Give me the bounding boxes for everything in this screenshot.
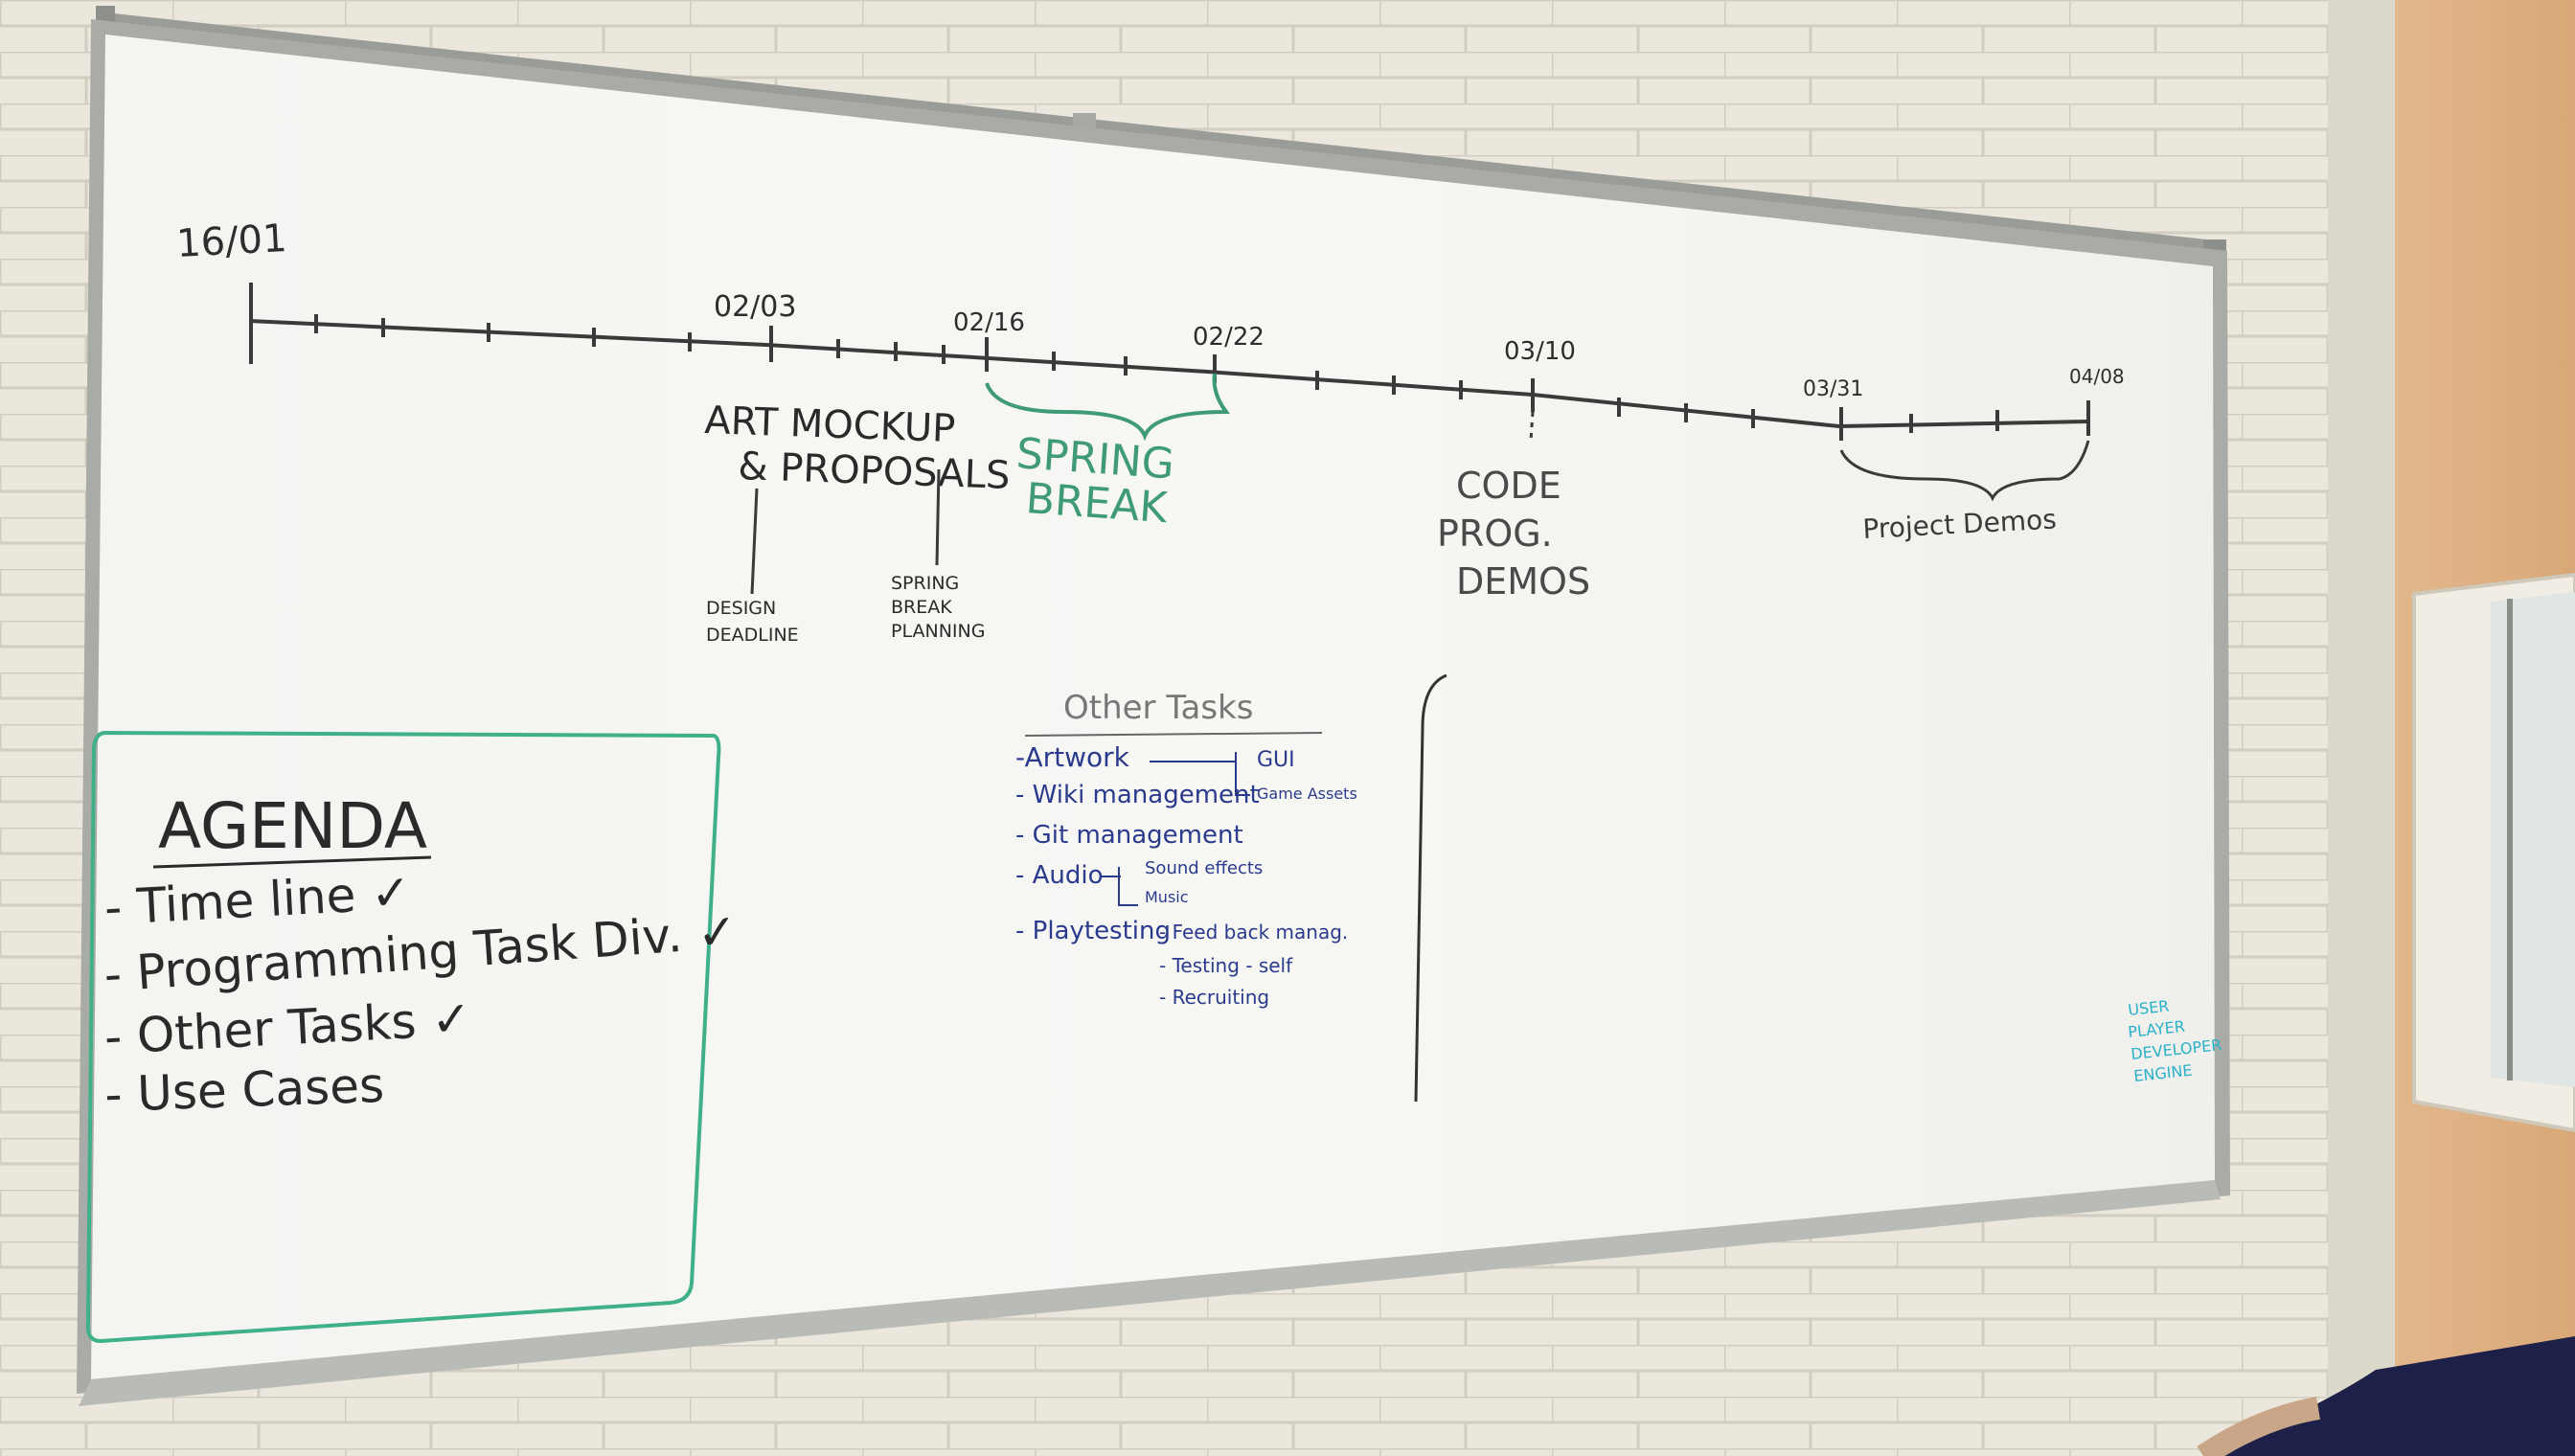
task-wiki: - Wiki management	[1015, 781, 1260, 809]
task-testing-self: - Testing - self	[1159, 954, 1293, 977]
svg-text:DEADLINE: DEADLINE	[706, 625, 799, 646]
task-game-assets: Game Assets	[1257, 785, 1357, 803]
agenda-item: - Use Cases	[103, 1058, 385, 1123]
project-demos-brace	[1839, 440, 2090, 502]
svg-text:BREAK: BREAK	[1024, 474, 1170, 533]
timeline-date-6: 04/08	[2069, 365, 2125, 388]
timeline-date-3: 02/22	[1193, 323, 1265, 352]
agenda-title: AGENDA	[158, 789, 427, 863]
task-git: - Git management	[1015, 821, 1243, 850]
board-divider	[1414, 673, 1447, 1103]
code-prog-demos-label: CODE	[1456, 465, 1561, 507]
timeline-date-2: 02/16	[953, 308, 1025, 337]
spring-break-label: SPRING	[1014, 429, 1175, 489]
agenda-box	[85, 730, 721, 1344]
task-playtesting: - Playtesting	[1015, 917, 1171, 945]
svg-text:USER: USER	[2127, 997, 2170, 1019]
svg-text:BREAK: BREAK	[891, 597, 952, 618]
task-recruiting: - Recruiting	[1159, 986, 1269, 1009]
svg-text:DEMOS: DEMOS	[1456, 560, 1590, 603]
person-shoulder	[2203, 1336, 2575, 1456]
timeline-start-date: 16/01	[175, 216, 288, 266]
art-mockup-label-2: & PROPOSALS	[738, 444, 1012, 498]
marker-tray	[79, 1180, 2221, 1406]
timeline-date-5: 03/31	[1803, 377, 1863, 401]
spring-break-brace	[985, 373, 1230, 442]
spring-break-planning-label: SPRING	[891, 573, 959, 594]
svg-text:PROG.: PROG.	[1437, 512, 1553, 555]
art-mockup-label: ART MOCKUP	[704, 398, 956, 451]
window-glass	[2491, 592, 2575, 1087]
task-music: Music	[1145, 888, 1189, 906]
task-audio: - Audio	[1015, 861, 1104, 890]
task-feedback: - Feed back manag.	[1159, 921, 1348, 944]
other-tasks-title: Other Tasks	[1063, 689, 1253, 727]
task-artwork: -Artwork	[1015, 741, 1130, 773]
design-deadline-label: DESIGN	[706, 598, 776, 619]
task-sound-effects: Sound effects	[1145, 858, 1263, 878]
whiteboard-surface	[91, 34, 2215, 1379]
timeline-date-1: 02/03	[714, 290, 796, 324]
svg-text:PLANNING: PLANNING	[891, 621, 985, 642]
timeline-date-4: 03/10	[1504, 337, 1576, 366]
timeline	[248, 283, 2090, 441]
task-gui: GUI	[1257, 748, 1295, 772]
